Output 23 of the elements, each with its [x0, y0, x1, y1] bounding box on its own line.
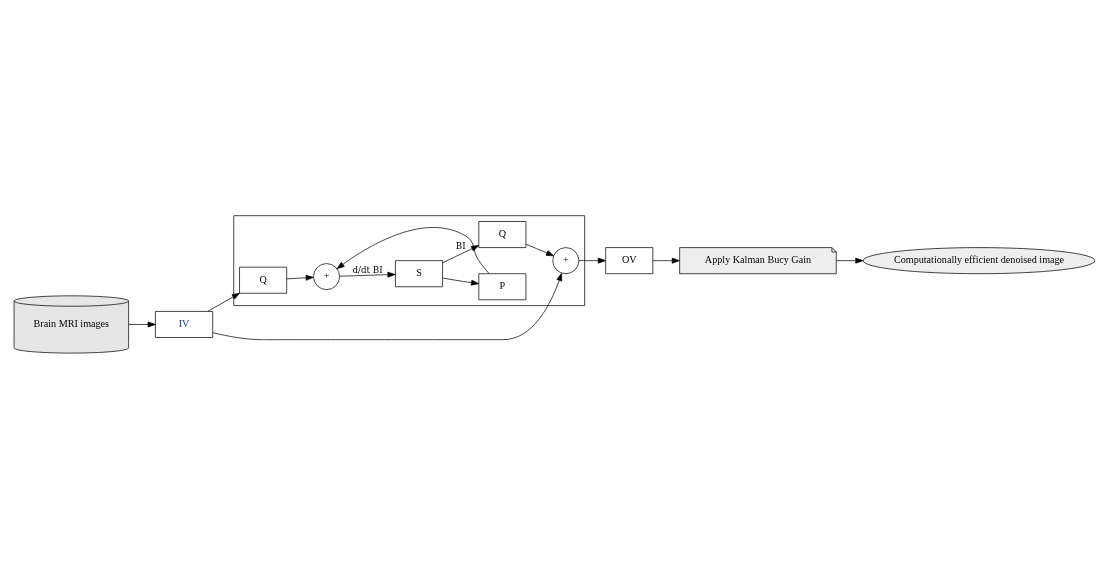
- arrow: [128, 321, 156, 328]
- arrow: [836, 257, 864, 264]
- arrow: [336, 227, 490, 275]
- arrow: [207, 292, 240, 312]
- arrow: [442, 245, 480, 264]
- arrow: [525, 243, 554, 257]
- node-circle: +: [313, 263, 340, 291]
- arrow: [578, 257, 606, 264]
- node-box: OV: [605, 247, 654, 275]
- node-box: P: [478, 273, 527, 301]
- arrow: [339, 271, 396, 278]
- arrow: [286, 274, 314, 281]
- arrow: [652, 257, 680, 264]
- node-box: IV: [155, 311, 214, 338]
- node-box: S: [395, 260, 443, 288]
- arrow: [212, 273, 563, 341]
- node-box: Q: [239, 266, 288, 294]
- arrow: [442, 277, 480, 286]
- node-box: Q: [478, 221, 527, 248]
- edge-label: d/dt BI: [352, 264, 383, 275]
- node-ellipse: Computationally efficient denoised image: [862, 247, 1096, 275]
- edge-label: BI: [455, 241, 466, 252]
- node-circle: +: [552, 247, 580, 275]
